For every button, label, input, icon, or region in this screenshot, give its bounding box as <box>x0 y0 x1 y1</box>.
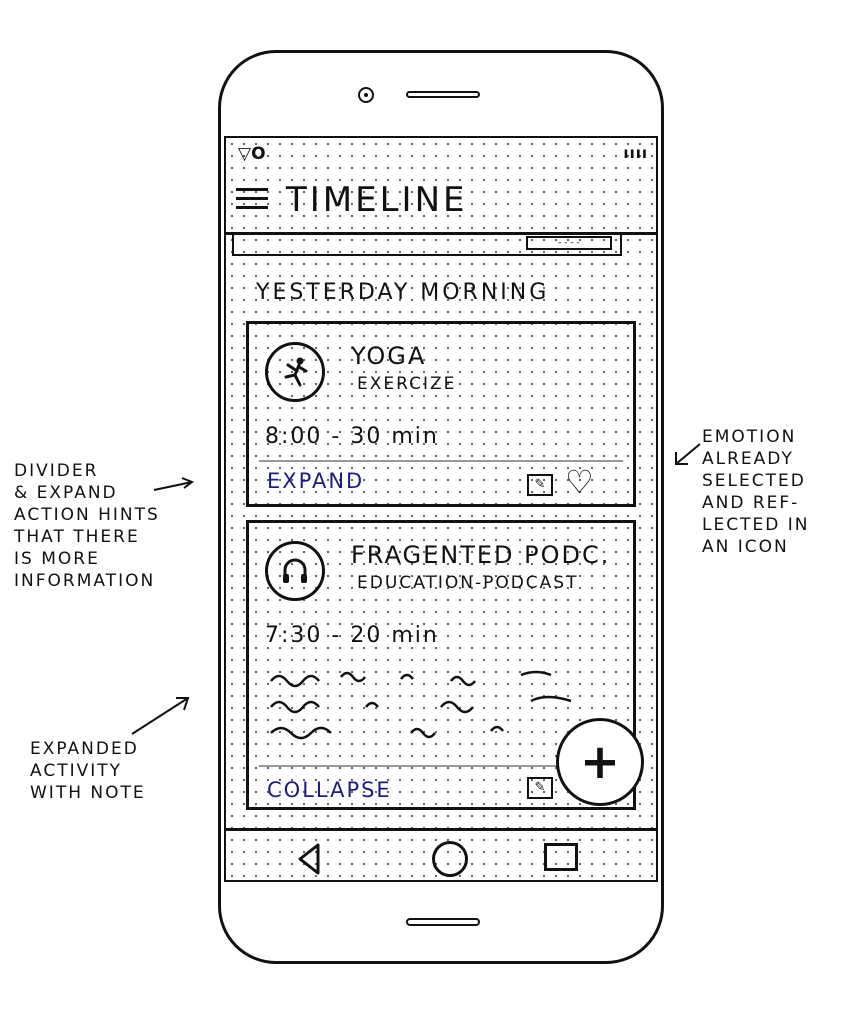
status-icons-left: ▽O <box>238 144 266 164</box>
add-activity-button[interactable]: + <box>556 718 644 806</box>
back-icon[interactable] <box>294 841 324 877</box>
camera-icon <box>358 87 374 103</box>
heart-icon[interactable]: ♡ <box>565 463 594 501</box>
annotation-emotion-hint: EMOTION ALREADY SELECTED AND REF- LECTED… <box>702 427 810 557</box>
collapse-button[interactable]: COLLAPSE <box>267 778 392 802</box>
annotation-arrow <box>675 443 701 465</box>
note-icon[interactable]: ✎ <box>527 777 553 799</box>
earpiece <box>406 91 480 98</box>
expand-button[interactable]: EXPAND <box>267 469 365 493</box>
home-icon[interactable] <box>432 841 468 877</box>
filter-strip: - - - - <box>232 234 622 256</box>
activity-category: EDUCATION-PODCAST <box>357 573 579 593</box>
card-divider <box>259 765 623 767</box>
yoga-pose-icon <box>265 342 325 402</box>
activity-category: EXERCIZE <box>357 374 457 394</box>
annotation-arrow <box>131 697 190 735</box>
signal-icon: ıııı <box>623 144 648 162</box>
activity-note-scribble <box>270 670 572 740</box>
activity-title: YOGA <box>351 342 427 370</box>
activity-time: 8:00 - 30 min <box>265 424 439 449</box>
menu-icon[interactable] <box>236 184 268 214</box>
headphones-icon <box>265 541 325 601</box>
note-icon[interactable]: ✎ <box>527 474 553 496</box>
recents-icon[interactable] <box>544 843 578 871</box>
activity-time: 7:30 - 20 min <box>265 623 439 648</box>
activity-card-yoga[interactable]: YOGA EXERCIZE 8:00 - 30 min EXPAND ✎ ♡ <box>246 321 636 507</box>
hardware-home-slot <box>406 918 480 926</box>
annotation-expanded-hint: EXPANDED ACTIVITY WITH NOTE <box>30 739 146 803</box>
status-bar: ▽O ıııı <box>226 138 656 168</box>
navigation-bar <box>226 828 656 880</box>
activity-card-podcast[interactable]: FRAGENTED PODC. EDUCATION-PODCAST 7:30 -… <box>246 520 636 810</box>
phone-frame <box>218 50 664 964</box>
plus-icon: + <box>579 734 621 790</box>
annotation-arrow <box>153 477 195 491</box>
activity-title: FRAGENTED PODC. <box>351 541 611 569</box>
annotation-divider-hint: DIVIDER & EXPAND ACTION HINTS THAT THERE… <box>14 461 160 591</box>
section-header: YESTERDAY MORNING <box>256 280 550 305</box>
app-bar: TIMELINE <box>226 168 656 235</box>
filter-chip[interactable]: - - - - <box>526 236 612 250</box>
phone-screen: ▽O ıııı TIMELINE - - - - YESTERDAY MORNI… <box>224 136 658 882</box>
card-divider <box>259 460 623 462</box>
page-title: TIMELINE <box>286 180 468 220</box>
